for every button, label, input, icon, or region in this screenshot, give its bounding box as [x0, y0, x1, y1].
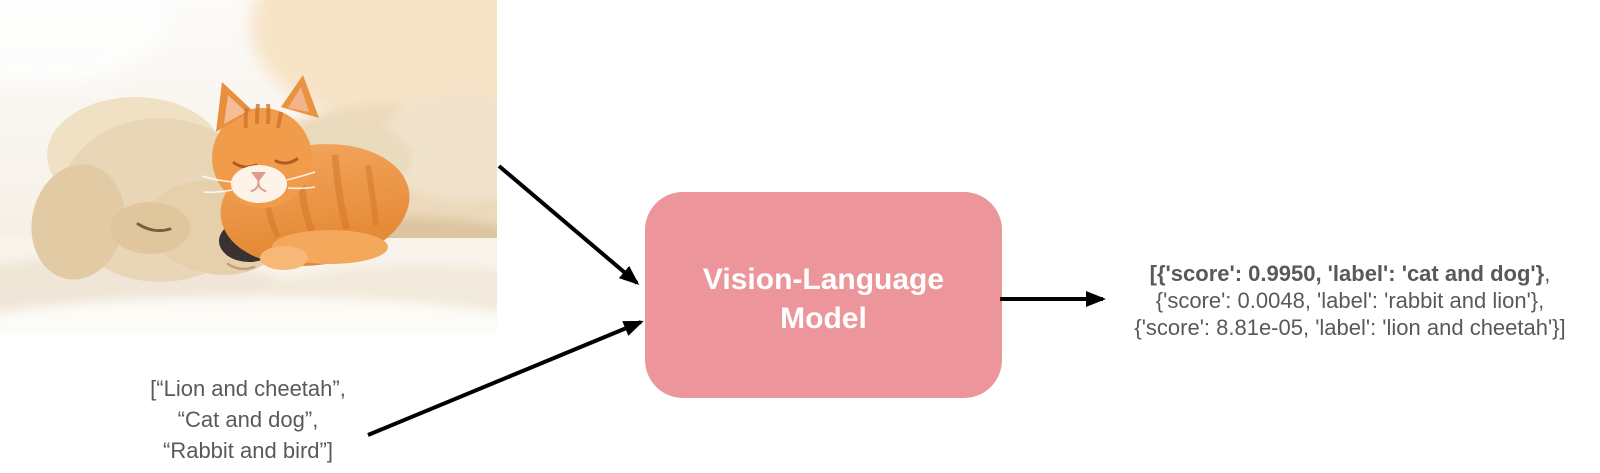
candidate-label-line-3: “Rabbit and bird”] — [163, 438, 333, 463]
model-box-label: Vision-Language Model — [703, 252, 944, 338]
output-line-1: [{'score': 0.9950, 'label': 'cat and dog… — [1106, 260, 1594, 287]
candidate-labels-text: [“Lion and cheetah”, “Cat and dog”, “Rab… — [28, 373, 468, 466]
kitten — [201, 75, 412, 270]
model-box: Vision-Language Model — [645, 192, 1002, 398]
model-label-line-2: Model — [780, 302, 867, 335]
output-scores-text: [{'score': 0.9950, 'label': 'cat and dog… — [1106, 260, 1594, 341]
arrow-image-to-model — [497, 164, 640, 285]
output-line-2: {'score': 0.0048, 'label': 'rabbit and l… — [1155, 288, 1545, 313]
candidate-label-line-2: “Cat and dog”, — [177, 407, 319, 432]
cat-and-dog-photo — [0, 0, 497, 333]
kitten-nose — [251, 172, 266, 182]
puppy-closed-eye — [136, 222, 172, 233]
output-top-score: [{'score': 0.9950, 'label': 'cat and dog… — [1149, 261, 1545, 286]
candidate-label-line-1: [“Lion and cheetah”, — [150, 376, 346, 401]
kitten-closed-eye-right — [274, 157, 299, 165]
model-label-line-1: Vision-Language — [702, 263, 945, 296]
output-line-1-tail: , — [1544, 261, 1551, 286]
kitten-head — [201, 75, 319, 208]
kitten-paw — [260, 246, 308, 270]
output-line-3: {'score': 8.81e-05, 'label': 'lion and c… — [1134, 315, 1566, 340]
